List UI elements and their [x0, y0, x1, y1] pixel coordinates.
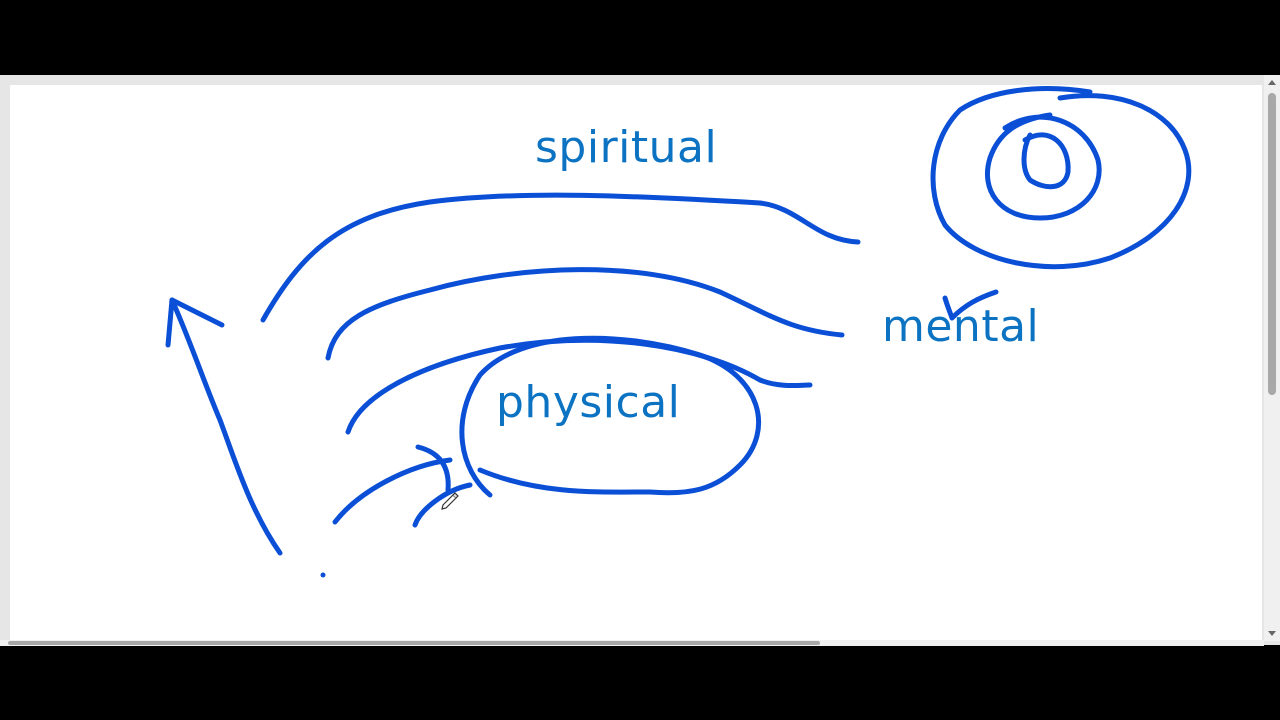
label-spiritual: spiritual — [535, 122, 718, 173]
ink-stroke-spiral-middle — [984, 112, 1102, 221]
ink-stroke-physical-oval — [459, 335, 762, 498]
ink-stroke-mental-arc — [325, 267, 845, 361]
pen-cursor-icon — [441, 492, 459, 510]
ink-layer — [165, 86, 1192, 578]
ink-dot — [320, 572, 326, 578]
ink-stroke-spiral-inner — [1021, 132, 1071, 190]
ink-stroke-checkmark — [942, 289, 999, 321]
ink-stroke-lower-curve — [332, 457, 453, 525]
vertical-scrollbar[interactable] — [1264, 75, 1280, 641]
horizontal-scroll-thumb[interactable] — [8, 641, 820, 645]
scroll-down-icon[interactable] — [1268, 631, 1276, 636]
whiteboard-canvas[interactable]: spiritual mental physical — [10, 85, 1262, 640]
ink-stroke-lower-arrowhead — [415, 444, 451, 493]
horizontal-scrollbar[interactable] — [0, 640, 1264, 646]
ink-stroke-spiritual-arc — [260, 192, 861, 323]
label-physical: physical — [496, 377, 681, 428]
vertical-scroll-thumb[interactable] — [1268, 93, 1276, 395]
ink-stroke-lower-hook — [412, 482, 473, 528]
label-mental: mental — [882, 301, 1040, 352]
scroll-up-icon[interactable] — [1268, 80, 1276, 85]
ink-stroke-big-arrow-head — [165, 297, 225, 348]
ink-stroke-big-arrow-shaft — [169, 297, 283, 556]
ink-stroke-spiral-outer — [930, 86, 1192, 270]
